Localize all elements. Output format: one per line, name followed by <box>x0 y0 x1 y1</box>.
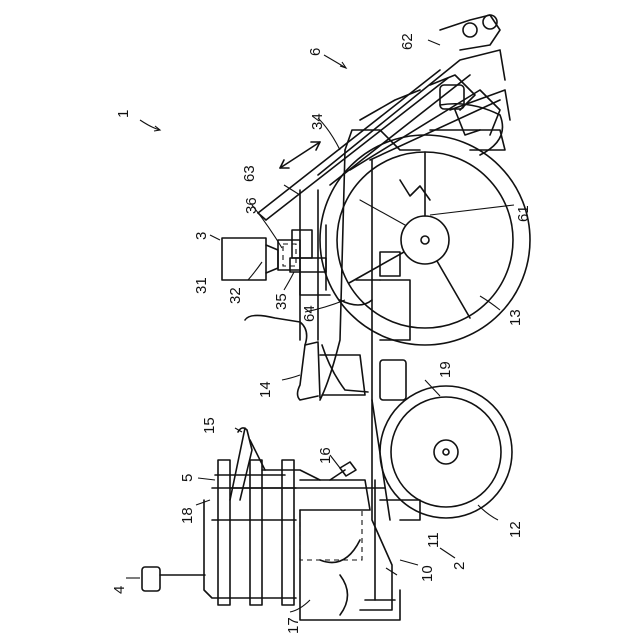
steering-wheel <box>230 428 265 500</box>
label-5: 5 <box>179 474 196 482</box>
label-1: 1 <box>115 110 132 118</box>
label-34: 34 <box>309 113 326 130</box>
label-13: 13 <box>507 309 524 326</box>
label-11: 11 <box>425 532 442 548</box>
label-10: 10 <box>419 565 436 582</box>
label-64: 64 <box>301 305 318 322</box>
front-wheel <box>380 386 512 518</box>
label-15: 15 <box>201 417 218 434</box>
label-62: 62 <box>399 33 416 50</box>
vehicle-body <box>300 90 430 610</box>
label-14: 14 <box>257 381 274 398</box>
label-17: 17 <box>285 617 302 634</box>
label-35: 35 <box>273 293 290 310</box>
label-6: 6 <box>307 48 324 56</box>
reference-labels: 1 2 3 4 5 6 10 11 12 13 14 15 16 17 18 1… <box>111 33 532 634</box>
label-63: 63 <box>241 165 258 182</box>
label-61: 61 <box>515 205 532 222</box>
rear-wheel <box>320 135 530 345</box>
label-31: 31 <box>193 277 210 294</box>
label-3: 3 <box>193 232 210 240</box>
label-32: 32 <box>227 287 244 304</box>
label-18: 18 <box>179 507 196 524</box>
hopper-unit <box>222 225 400 295</box>
control-frame <box>142 460 400 620</box>
label-12: 12 <box>507 521 524 538</box>
label-19: 19 <box>437 361 454 378</box>
label-36: 36 <box>243 197 260 214</box>
label-2: 2 <box>451 562 468 570</box>
label-4: 4 <box>111 586 128 594</box>
label-16: 16 <box>317 447 334 464</box>
